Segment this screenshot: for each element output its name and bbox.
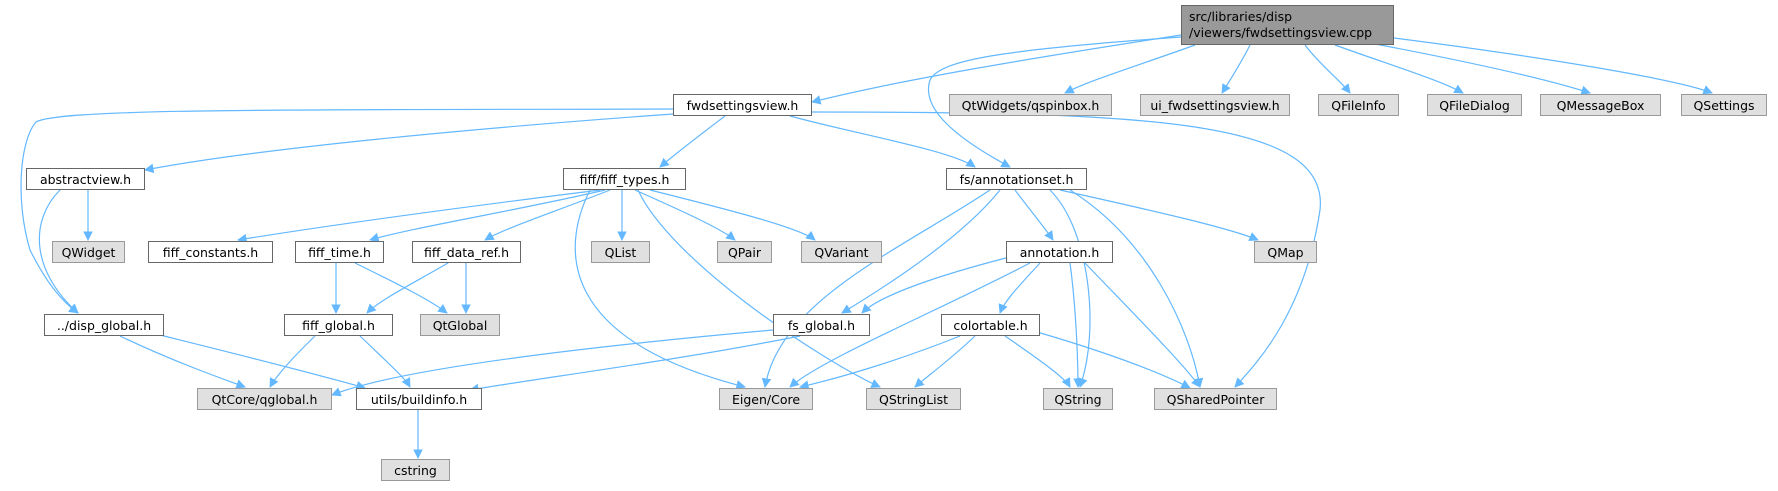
node-qstring: QString <box>1043 388 1113 410</box>
node-qmessagebox: QMessageBox <box>1540 94 1661 116</box>
edge-fiff-global-buildinfo <box>359 335 411 388</box>
edge-fiff-data-ref-fiff-global <box>366 262 449 314</box>
edge-fiff-types-qstringlist <box>637 189 881 388</box>
edge-root-qfileinfo <box>1304 44 1351 94</box>
node-disp-global-h[interactable]: ../disp_global.h <box>44 314 164 336</box>
edge-fiff-types-fiff-time <box>369 189 606 243</box>
edge-fs-global-buildinfo <box>469 335 801 394</box>
edge-annotationset-fs-global <box>841 189 1001 314</box>
node-qwidget: QWidget <box>52 241 125 263</box>
node-abstractview-h[interactable]: abstractview.h <box>26 168 145 190</box>
node-qsharedpointer: QSharedPointer <box>1154 388 1277 410</box>
edge-fwdsettingsview-disp-global <box>20 108 674 314</box>
node-eigen-core: Eigen/Core <box>719 388 813 410</box>
node-qstringlist: QStringList <box>866 388 961 410</box>
node-annotation-h[interactable]: annotation.h <box>1006 241 1113 263</box>
edge-fwdsettingsview-abstractview <box>144 113 674 174</box>
edge-disp-global-qtcore-qglobal <box>119 335 246 389</box>
node-qfiledialog: QFileDialog <box>1427 94 1522 116</box>
node-ui-fwdsettingsview-h: ui_fwdsettingsview.h <box>1140 94 1290 116</box>
node-fs-global-h[interactable]: fs_global.h <box>773 314 870 336</box>
node-utils-buildinfo-h[interactable]: utils/buildinfo.h <box>356 388 482 410</box>
edge-root-fwdsettingsview <box>811 34 1182 105</box>
edge-colortable-eigen-core <box>799 335 961 390</box>
node-qsettings: QSettings <box>1681 94 1767 116</box>
node-fiff-time-h[interactable]: fiff_time.h <box>295 241 384 263</box>
edge-annotation-colortable <box>998 262 1041 314</box>
node-fiff-constants-h[interactable]: fiff_constants.h <box>148 241 273 263</box>
edge-fiff-time-qtglobal <box>354 262 448 314</box>
edge-root-qmessagebox <box>1369 42 1591 95</box>
edge-annotation-qsharedpointer <box>1084 262 1201 388</box>
root-label-line2: /viewers/fwdsettingsview.cpp <box>1189 25 1373 40</box>
node-annotationset-h[interactable]: fs/annotationset.h <box>946 168 1087 190</box>
node-qtglobal: QtGlobal <box>420 314 500 336</box>
edge-annotation-qstring <box>1069 262 1083 388</box>
edge-fiff-types-fiff-data-ref <box>484 189 611 241</box>
node-qlist: QList <box>591 241 650 263</box>
edge-colortable-qstringlist <box>914 335 976 388</box>
root-label-line1: src/libraries/disp <box>1189 9 1293 24</box>
edge-fiff-types-qpair <box>634 189 736 241</box>
edge-fiff-types-eigen-core <box>574 189 746 390</box>
edge-annotationset-qmap <box>1059 189 1259 242</box>
edge-colortable-qstring <box>1004 335 1071 388</box>
node-fiff-data-ref-h[interactable]: fiff_data_ref.h <box>412 241 521 263</box>
edge-annotationset-eigen-core <box>761 189 991 388</box>
node-qtcore-qglobal-h: QtCore/qglobal.h <box>197 388 332 410</box>
node-fwdsettingsview-h[interactable]: fwdsettingsview.h <box>673 94 812 116</box>
node-fwdsettingsview-cpp: src/libraries/disp /viewers/fwdsettingsv… <box>1181 5 1394 45</box>
node-colortable-h[interactable]: colortable.h <box>941 314 1040 336</box>
edge-fiff-types-qvariant <box>649 189 816 241</box>
node-qpair: QPair <box>717 241 772 263</box>
edge-annotationset-annotation <box>1014 189 1054 241</box>
node-qmap: QMap <box>1254 241 1317 263</box>
edge-disp-global-buildinfo <box>139 329 366 391</box>
edge-annotation-eigen-core <box>789 262 1031 388</box>
edge-root-qspinbox <box>1064 44 1196 94</box>
node-fiff-global-h[interactable]: fiff_global.h <box>284 314 393 336</box>
node-qspinbox-h: QtWidgets/qspinbox.h <box>949 94 1112 116</box>
node-cstring: cstring <box>381 459 450 481</box>
edge-abstractview-disp-global <box>38 189 79 314</box>
edge-annotationset-qsharedpointer <box>1069 189 1204 388</box>
edge-root-ui-fwdsettingsview <box>1221 44 1251 94</box>
edge-root-annotationset <box>927 36 1182 168</box>
node-qfileinfo: QFileInfo <box>1318 94 1399 116</box>
edge-fwdsettingsview-fiff-types <box>659 115 726 168</box>
edge-fs-global-qtcore-qglobal <box>331 329 774 397</box>
edge-fiff-types-fiff-constants <box>237 189 601 244</box>
dependency-edges <box>20 34 1713 459</box>
edge-fwdsettingsview-annotationset <box>789 115 976 168</box>
edge-root-qsettings <box>1393 37 1713 95</box>
node-qvariant: QVariant <box>801 241 882 263</box>
edge-root-qfiledialog <box>1334 44 1464 94</box>
edge-annotation-fs-global <box>861 257 1007 314</box>
edge-colortable-qsharedpointer <box>1029 329 1191 389</box>
edge-annotationset-qstring <box>1049 189 1091 388</box>
edge-fiff-global-qtcore-qglobal <box>269 335 316 388</box>
node-fiff-types-h[interactable]: fiff/fiff_types.h <box>563 168 686 190</box>
